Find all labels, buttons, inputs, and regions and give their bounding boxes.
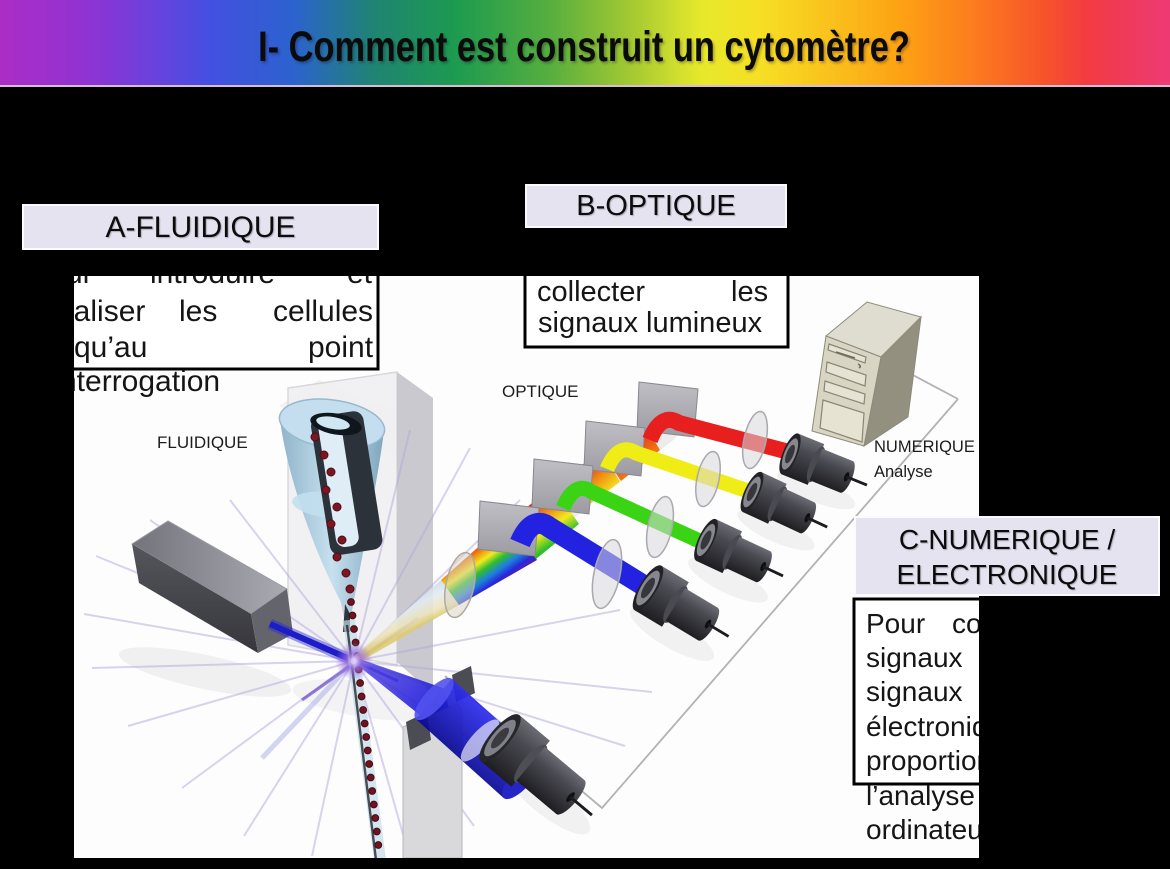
svg-text:OPTIQUE: OPTIQUE bbox=[502, 382, 579, 401]
svg-text:introduire: introduire bbox=[150, 276, 275, 290]
svg-text:collecter: collecter bbox=[537, 276, 645, 308]
svg-text:FLUIDIQUE: FLUIDIQUE bbox=[157, 433, 248, 452]
svg-text:Pour: Pour bbox=[866, 608, 925, 639]
svg-text:ordinateur: ordinateur bbox=[866, 814, 979, 845]
svg-text:les: les bbox=[179, 295, 217, 328]
svg-text:naliser: naliser bbox=[74, 295, 145, 328]
svg-text:l’analyse s: l’analyse s bbox=[866, 780, 979, 811]
svg-text:cellules: cellules bbox=[273, 295, 373, 328]
svg-text:électroniques: électroniques bbox=[866, 711, 979, 742]
svg-text:NUMERIQUE: NUMERIQUE bbox=[874, 438, 975, 456]
svg-text:signaux: signaux bbox=[866, 676, 963, 707]
svg-text:qu’au: qu’au bbox=[74, 331, 147, 364]
svg-text:point: point bbox=[308, 331, 374, 364]
svg-text:signaux: signaux bbox=[866, 642, 963, 673]
svg-text:les: les bbox=[731, 276, 768, 308]
svg-text:Analyse: Analyse bbox=[874, 463, 933, 481]
svg-text:et: et bbox=[347, 276, 373, 290]
svg-text:proportionnels: proportionnels bbox=[866, 745, 979, 776]
svg-text:nterrogation: nterrogation bbox=[74, 365, 220, 398]
svg-text:ur: ur bbox=[74, 276, 93, 290]
svg-text:co: co bbox=[952, 608, 979, 639]
svg-text:signaux lumineux: signaux lumineux bbox=[538, 307, 763, 339]
